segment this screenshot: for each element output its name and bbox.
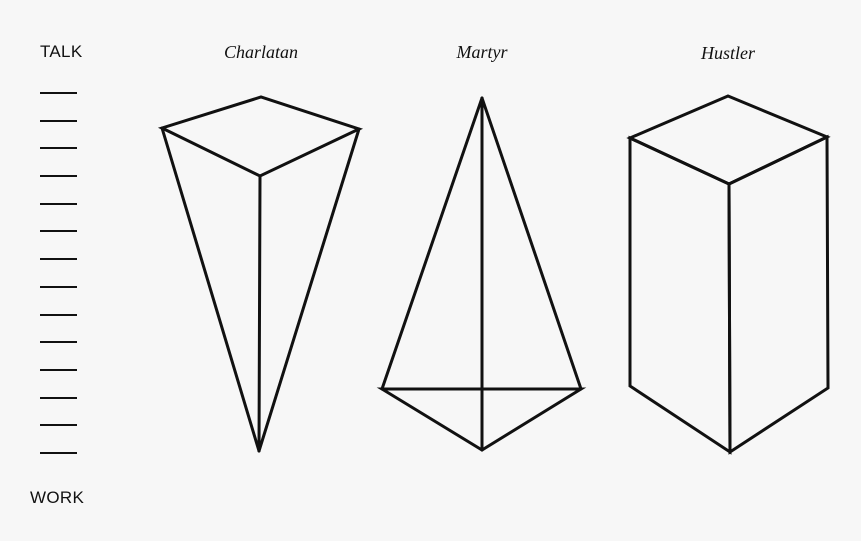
scale-tick: [40, 230, 77, 232]
martyr-right-edge: [480, 96, 583, 391]
scale-tick: [40, 120, 77, 122]
scale-top-label: TALK: [40, 42, 83, 61]
hustler-title: Hustler: [701, 43, 755, 63]
scale-tick: [40, 258, 77, 260]
martyr-title: Martyr: [456, 42, 508, 62]
scale-tick: [40, 452, 77, 454]
scale-tick: [40, 147, 77, 149]
scale-tick: [40, 424, 77, 426]
scale-tick: [40, 286, 77, 288]
scale-tick: [40, 341, 77, 343]
charlatan-title: Charlatan: [223, 42, 298, 62]
scale-tick: [40, 369, 77, 371]
scale-tick: [40, 314, 77, 316]
scale-tick: [40, 175, 77, 177]
charlatan-shape: [157, 95, 364, 453]
scale-tick: [40, 397, 77, 399]
martyr-left-edge: [380, 96, 484, 391]
martyr-shape: [376, 96, 587, 452]
scale-tick: [40, 92, 77, 94]
hustler-top-face: [626, 94, 831, 186]
charlatan-right-edge: [257, 127, 361, 453]
hustler-shape: [626, 94, 831, 455]
hustler-left-face: [628, 135, 732, 455]
scale-tick: [40, 203, 77, 205]
scale-bottom-label: WORK: [30, 488, 85, 507]
charlatan-front-edge: [257, 174, 262, 453]
charlatan-top-face: [157, 95, 364, 178]
charlatan-left-edge: [160, 126, 261, 453]
hustler-right-face: [727, 134, 830, 455]
